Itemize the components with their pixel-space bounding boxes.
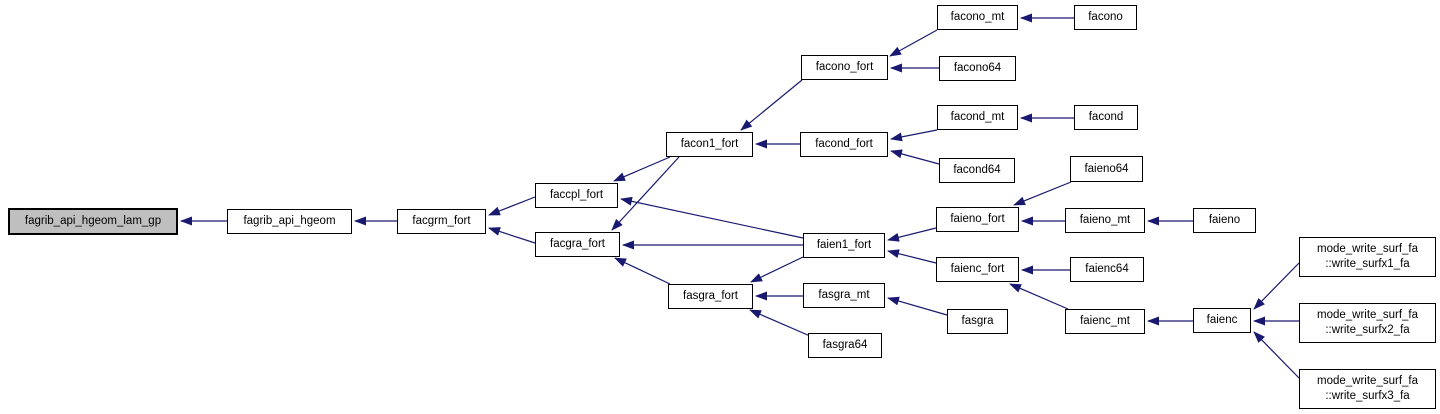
edge-facon1_fort-to-faccpl_fort bbox=[613, 156, 671, 182]
edge-faien1_fort-to-fasgra_fort bbox=[750, 256, 804, 283]
node-label: faienc_mt bbox=[1080, 315, 1130, 328]
node-label-line: mode_write_surf_fa bbox=[1317, 375, 1418, 388]
node-label-line: ::write_surfx2_fa bbox=[1325, 324, 1410, 336]
node-label: faienc64 bbox=[1085, 263, 1129, 276]
node-faienc64[interactable]: faienc64 bbox=[1070, 257, 1144, 282]
edge-facono_mt-to-facono_fort bbox=[889, 29, 938, 57]
node-facond_fort[interactable]: facond_fort bbox=[800, 132, 888, 157]
node-facon1_fort[interactable]: facon1_fort bbox=[666, 132, 753, 157]
node-facond64[interactable]: facond64 bbox=[939, 158, 1015, 183]
node-label: faccpl_fort bbox=[549, 189, 604, 202]
node-facond[interactable]: facond bbox=[1074, 105, 1138, 130]
node-faieno64[interactable]: faieno64 bbox=[1070, 156, 1143, 182]
node-facono_fort[interactable]: facono_fort bbox=[801, 55, 888, 80]
node-label-line: ::write_surfx1_fa bbox=[1325, 258, 1410, 270]
edge-facon1_fort-to-facgra_fort bbox=[611, 156, 680, 231]
node-facono_mt[interactable]: facono_mt bbox=[937, 5, 1018, 30]
node-write_surfx2_fa[interactable]: mode_write_surf_fa::write_surfx2_fa bbox=[1299, 303, 1436, 343]
node-label: faienc_fort bbox=[950, 263, 1005, 276]
node-label: faieno64 bbox=[1084, 162, 1129, 175]
node-label: facgrm_fort bbox=[412, 215, 471, 228]
edge-facono_fort-to-facon1_fort bbox=[740, 79, 803, 131]
node-label: faien1_fort bbox=[816, 239, 872, 252]
node-label: facond_fort bbox=[815, 138, 873, 151]
node-faccpl_fort[interactable]: faccpl_fort bbox=[535, 183, 618, 208]
edge-fasgra64-to-fasgra_fort bbox=[749, 309, 811, 337]
node-fagrib_api_hgeom[interactable]: fagrib_api_hgeom bbox=[227, 209, 352, 234]
node-label: fagrib_api_hgeom_lam_gp bbox=[24, 215, 162, 228]
node-label: fagrib_api_hgeom bbox=[243, 215, 336, 228]
node-faien1_fort[interactable]: faien1_fort bbox=[803, 233, 885, 258]
node-label: fasgra64 bbox=[822, 339, 868, 352]
edge-facond_mt-to-facond_fort bbox=[890, 129, 938, 142]
node-label-line: ::write_surfx3_fa bbox=[1325, 390, 1410, 402]
edge-fasgra-to-fasgra_mt bbox=[887, 296, 948, 316]
node-label: faieno bbox=[1208, 214, 1241, 227]
node-faienc_mt[interactable]: faienc_mt bbox=[1065, 309, 1145, 334]
node-fasgra[interactable]: fasgra bbox=[947, 309, 1008, 334]
edge-faieno_fort-to-faien1_fort bbox=[887, 227, 937, 242]
node-facond_mt[interactable]: facond_mt bbox=[937, 105, 1018, 130]
node-facono[interactable]: facono bbox=[1074, 5, 1137, 30]
node-write_surfx3_fa[interactable]: mode_write_surf_fa::write_surfx3_fa bbox=[1299, 369, 1436, 409]
edge-faienc_mt-to-faienc_fort bbox=[1009, 283, 1069, 310]
node-label: faieno_mt bbox=[1079, 214, 1131, 227]
edge-write_surfx1_fa-to-faienc bbox=[1253, 262, 1300, 310]
node-faieno[interactable]: faieno bbox=[1193, 208, 1256, 233]
node-label: facond bbox=[1088, 111, 1124, 124]
node-facgrm_fort[interactable]: facgrm_fort bbox=[397, 209, 486, 234]
node-label: facgra_fort bbox=[550, 238, 605, 251]
node-fasgra_mt[interactable]: fasgra_mt bbox=[803, 283, 885, 308]
edge-faieno64-to-faieno_fort bbox=[1013, 181, 1072, 206]
node-label-line: mode_write_surf_fa bbox=[1317, 309, 1418, 322]
node-label: faieno_fort bbox=[950, 213, 1005, 226]
node-facono64[interactable]: facono64 bbox=[939, 56, 1016, 81]
edge-faienc_fort-to-faien1_fort bbox=[887, 249, 937, 264]
node-faieno_fort[interactable]: faieno_fort bbox=[936, 207, 1019, 232]
node-label-line: mode_write_surf_fa bbox=[1317, 243, 1418, 256]
node-label: facono64 bbox=[953, 62, 1002, 75]
node-label: facond64 bbox=[953, 164, 1001, 177]
node-fasgra64[interactable]: fasgra64 bbox=[808, 333, 882, 358]
node-faienc_fort[interactable]: faienc_fort bbox=[936, 257, 1019, 282]
node-faieno_mt[interactable]: faieno_mt bbox=[1065, 208, 1145, 233]
node-label: fasgra_fort bbox=[683, 290, 738, 303]
node-label: facono_fort bbox=[815, 61, 874, 74]
edge-facgra_fort-to-facgrm_fort bbox=[488, 227, 536, 244]
edge-facond64-to-facond_fort bbox=[890, 149, 940, 165]
node-label: facond_mt bbox=[950, 111, 1005, 124]
node-facgra_fort[interactable]: facgra_fort bbox=[535, 232, 620, 257]
node-label: fasgra_mt bbox=[818, 289, 870, 302]
edge-fasgra_fort-to-facgra_fort bbox=[614, 257, 671, 285]
edge-faien1_fort-to-faccpl_fort bbox=[620, 196, 804, 239]
node-label: faienc bbox=[1206, 314, 1238, 327]
node-label: facono_mt bbox=[950, 11, 1005, 24]
node-label: facono bbox=[1088, 11, 1123, 24]
node-label: fasgra bbox=[961, 315, 994, 328]
node-fasgra_fort[interactable]: fasgra_fort bbox=[668, 284, 753, 309]
node-fagrib_api_hgeom_lam_gp: fagrib_api_hgeom_lam_gp bbox=[8, 208, 178, 235]
node-faienc[interactable]: faienc bbox=[1193, 308, 1251, 333]
edge-write_surfx3_fa-to-faienc bbox=[1253, 331, 1300, 379]
node-label: facon1_fort bbox=[680, 138, 739, 151]
node-write_surfx1_fa[interactable]: mode_write_surf_fa::write_surfx1_fa bbox=[1299, 237, 1436, 277]
edge-faccpl_fort-to-facgrm_fort bbox=[488, 196, 536, 216]
